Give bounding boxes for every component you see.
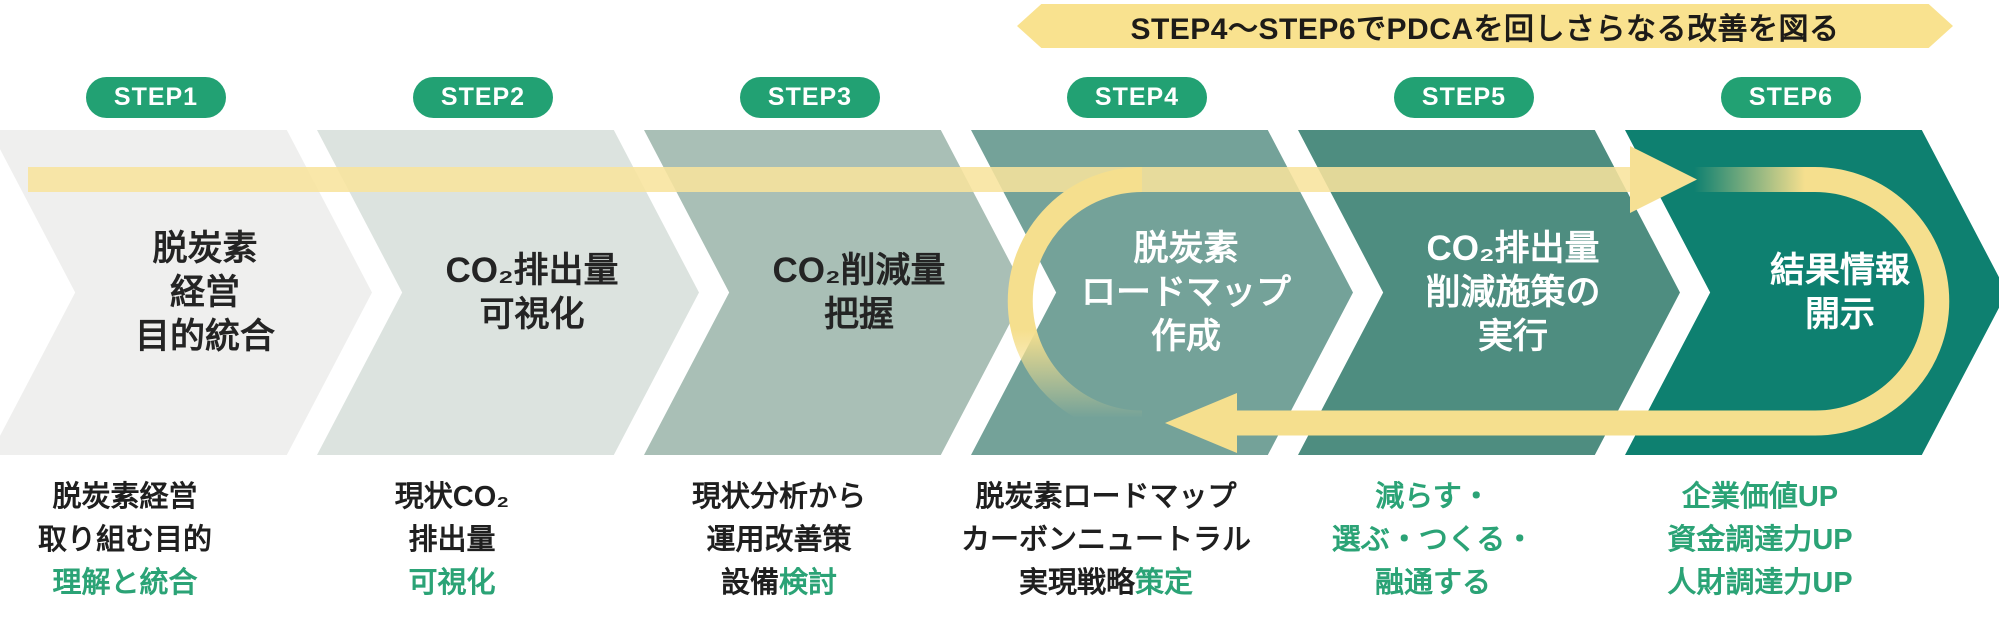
step-badge-label: STEP1 [113, 83, 199, 111]
step-title: CO₂排出量可視化 [445, 250, 619, 334]
step-caption: 減らす・選ぶ・つくる・融通する [1331, 481, 1535, 599]
step-badge-label: STEP6 [1748, 83, 1834, 111]
pdca-banner: STEP4〜STEP6でPDCAを回しさらなる改善を図る [1017, 4, 1953, 48]
step-title: 脱炭素ロードマップ作成 [1080, 228, 1291, 356]
step-caption: 脱炭素経営取り組む目的理解と統合 [37, 481, 212, 599]
pdca-banner-text: STEP4〜STEP6でPDCAを回しさらなる改善を図る [1130, 13, 1840, 46]
step-badge-label: STEP5 [1421, 83, 1507, 111]
step-badge: STEP5 [1394, 77, 1534, 118]
step-title: CO₂削減量把握 [772, 250, 946, 334]
step-badge: STEP2 [413, 77, 553, 118]
step-badge-label: STEP3 [767, 83, 853, 111]
step-title: CO₂排出量削減施策の実行 [1425, 228, 1601, 356]
step-badge: STEP1 [86, 77, 226, 118]
step-badge: STEP4 [1067, 77, 1207, 118]
step-title: 脱炭素経営目的統合 [134, 228, 275, 356]
step-badge: STEP3 [740, 77, 880, 118]
step-caption: 現状分析から運用改善策設備検討 [691, 481, 866, 599]
step-badge-label: STEP2 [440, 83, 526, 111]
step-badge: STEP6 [1721, 77, 1861, 118]
step-caption: 脱炭素ロードマップカーボンニュートラル実現戦略策定 [960, 481, 1251, 599]
step-title: 結果情報開示 [1769, 250, 1910, 334]
step-badge-label: STEP4 [1094, 83, 1180, 111]
